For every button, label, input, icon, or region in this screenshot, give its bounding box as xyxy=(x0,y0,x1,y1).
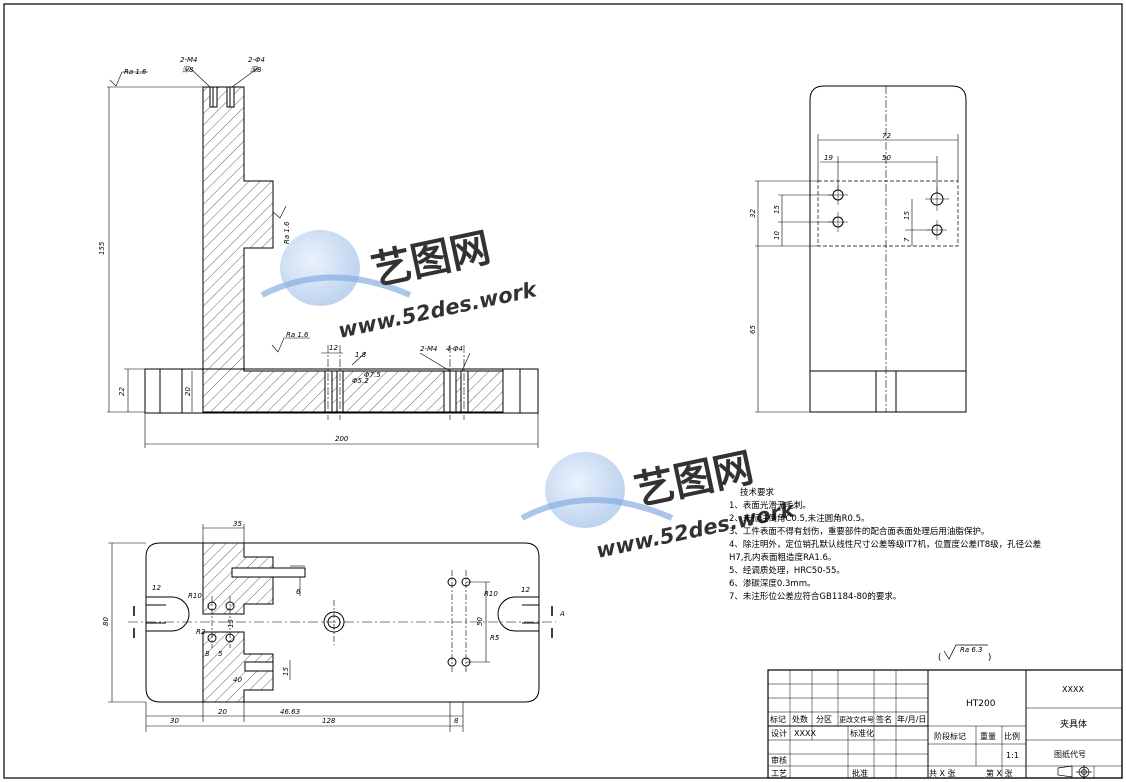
dim-top-20: 20 xyxy=(218,708,227,716)
tb-part-code: XXXX xyxy=(1062,685,1084,694)
tech-req-item: 5、经调质处理，HRC50-55。 xyxy=(729,565,845,576)
dim-top-r-mid: R2 xyxy=(196,628,206,636)
dim-top-8b: 8 xyxy=(454,717,459,725)
dim-top-r-right: R10 xyxy=(484,590,498,598)
dim-side-10: 10 xyxy=(773,231,781,240)
watermark-url: www.52des.work xyxy=(336,277,541,343)
dim-top-35: 35 xyxy=(233,520,242,528)
dim-side-65: 65 xyxy=(749,325,757,334)
svg-text:): ) xyxy=(988,653,991,663)
hole-note-left: 2-M4 xyxy=(180,56,197,64)
title-block xyxy=(767,669,1123,779)
tb-design: 设计 xyxy=(771,728,787,738)
tb-review: 审核 xyxy=(771,755,787,765)
title-block-labels: 标记 处数 分区 更改文件号 签名 年/月/日 设计 XXXX 标准化 审核 工… xyxy=(770,685,1087,778)
tb-stage-mark: 阶段标记 xyxy=(934,731,966,741)
dim-side-72: 72 xyxy=(882,132,891,140)
tb-change-doc: 更改文件号 xyxy=(839,715,874,724)
hole-note-base-right: 4-Φ4 xyxy=(446,345,463,353)
dim-top-40: 40 xyxy=(233,676,242,684)
dim-top-15: 15 xyxy=(227,619,235,628)
roughness-base-label: Ra 1.6 xyxy=(286,331,309,339)
dim-top-46-63: 46.63 xyxy=(280,708,300,716)
dim-top-128: 128 xyxy=(322,717,336,725)
tech-req-title: 技术要求 xyxy=(740,487,775,498)
dim-side-32: 32 xyxy=(749,209,757,218)
dim-top-80: 80 xyxy=(102,617,110,626)
hole-note-base-left: 2-M4 xyxy=(420,345,437,353)
tb-designer: XXXX xyxy=(794,729,816,738)
dim-width-200: 200 xyxy=(335,435,349,443)
dim-top-left-12: 12 xyxy=(152,584,161,592)
roughness-mid-label: Ra 1.6 xyxy=(283,221,291,244)
tech-req-item: 2、未标注倒角C0.5,未注圆角R0.5。 xyxy=(729,513,870,524)
dim-base-inner-20: 20 xyxy=(184,387,192,396)
tb-sheets: 共 X 张 xyxy=(929,769,956,778)
dim-side-15b: 15 xyxy=(903,211,911,220)
tech-req-item: 6、渗碳深度0.3mm。 xyxy=(729,578,816,589)
dim-top-r-small: R5 xyxy=(490,634,500,642)
hole-note-left-sub: 深8 xyxy=(182,66,194,74)
tech-req-item: H7,孔内表面粗造度RA1.6。 xyxy=(729,552,836,563)
hole-note-right-sub: 深8 xyxy=(250,66,262,74)
top-view-labels: 35 12 12 80 R10 R10 R5 R2 15 8 5 6 15 30… xyxy=(102,520,565,725)
dim-hole-dia: Φ5.2 xyxy=(352,377,369,385)
top-view xyxy=(108,524,556,732)
dim-top-r-left: R10 xyxy=(188,592,202,600)
dim-slot-12: 12 xyxy=(329,344,338,352)
svg-text:(: ( xyxy=(938,653,941,663)
tb-count: 处数 xyxy=(792,714,808,724)
dim-top-right-12: 12 xyxy=(521,586,530,594)
tb-sign: 签名 xyxy=(876,714,892,724)
hole-note-right: 2-Φ4 xyxy=(248,56,265,64)
front-view xyxy=(107,67,539,448)
tb-material: HT200 xyxy=(966,699,996,709)
dim-hole-depth: Φ7.5 xyxy=(364,371,381,379)
dim-side-50: 50 xyxy=(882,154,891,162)
dim-top-8: 8 xyxy=(205,650,210,658)
tb-sheet-no: 第 X 张 xyxy=(986,768,1013,778)
tb-mark: 标记 xyxy=(770,714,786,724)
watermark-brand: 艺图网 xyxy=(368,225,495,295)
tb-date: 年/月/日 xyxy=(897,714,926,724)
roughness-top-label: Ra 1.6 xyxy=(124,68,147,76)
tb-standardize: 标准化 xyxy=(850,728,874,738)
dim-top-5: 5 xyxy=(218,650,223,658)
dim-side-7: 7 xyxy=(903,237,911,242)
tb-drawing-no-label: 图纸代号 xyxy=(1054,749,1086,759)
dim-side-15: 15 xyxy=(773,205,781,214)
tech-req-item: 3、工件表面不得有划伤，重要部件的配合面表面处理后用油脂保护。 xyxy=(729,526,989,537)
dim-base-22: 22 xyxy=(118,387,126,396)
tb-part-name: 夹具体 xyxy=(1060,718,1087,730)
tech-req-item: 1、表面光滑无毛刺。 xyxy=(729,500,811,511)
tb-scale-label: 比例 xyxy=(1004,731,1020,741)
tech-req-item: 4、除注明外，定位销孔默认线性尺寸公差等级IT7机，位置度公差IT8级，孔径公差 xyxy=(729,539,1041,550)
dim-top-15b: 15 xyxy=(282,667,290,676)
tb-scale: 1:1 xyxy=(1006,751,1019,760)
dim-height-155: 155 xyxy=(98,241,106,255)
side-view xyxy=(755,85,967,413)
section-label-a: A xyxy=(559,610,565,618)
projection-symbol-icon xyxy=(1057,765,1092,779)
tech-requirements: 技术要求 1、表面光滑无毛刺。 2、未标注倒角C0.5,未注圆角R0.5。 3、… xyxy=(729,487,1041,602)
drawing-frame xyxy=(3,3,1123,779)
dim-top-50: 50 xyxy=(476,617,484,626)
tb-zone: 分区 xyxy=(816,715,832,724)
dim-side-19: 19 xyxy=(824,154,833,162)
dim-top-30: 30 xyxy=(170,717,179,725)
dim-step-1-8: 1.8 xyxy=(355,351,367,359)
tb-approve: 批准 xyxy=(852,768,868,778)
tb-process: 工艺 xyxy=(771,769,787,778)
general-roughness: ( Ra 6.3 ) xyxy=(938,644,991,663)
side-view-labels: 72 19 50 32 15 10 15 7 65 xyxy=(749,132,911,334)
front-view-labels: Ra 1.6 2-M4 深8 2-Φ4 深8 155 22 20 200 Ra … xyxy=(98,56,463,443)
general-roughness-label: Ra 6.3 xyxy=(960,646,983,654)
dim-top-6: 6 xyxy=(296,588,301,596)
tech-req-item: 7、未注形位公差应符合GB1184-80的要求。 xyxy=(729,591,901,602)
watermark-upper: 艺图网 www.52des.work xyxy=(260,225,541,343)
tb-weight: 重量 xyxy=(980,731,996,741)
